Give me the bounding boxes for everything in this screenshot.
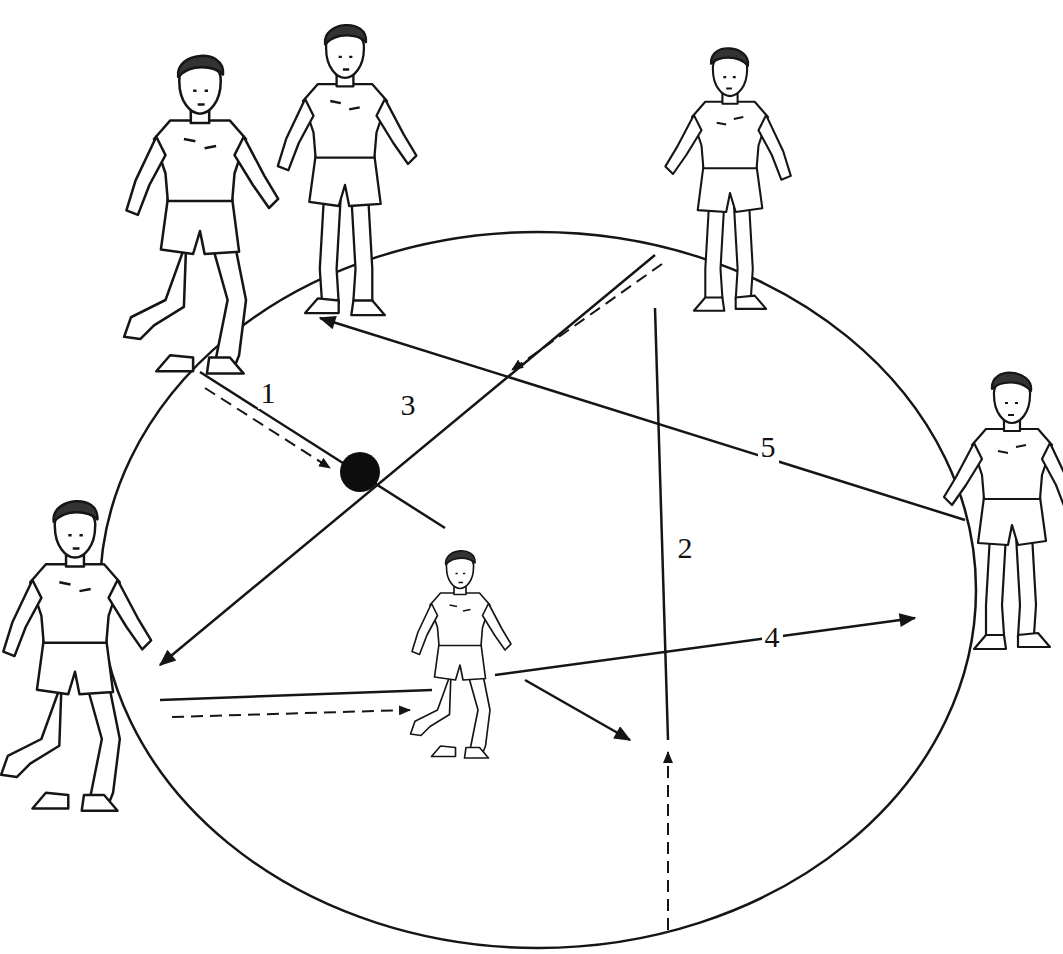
run-path [512, 264, 662, 370]
player-figure [1, 501, 151, 810]
callout-number: 3 [398, 389, 419, 421]
run-line [655, 308, 668, 740]
field-circle [100, 232, 976, 948]
player-figure [124, 56, 278, 374]
pass-line [160, 690, 432, 700]
player-figure [665, 48, 790, 311]
pass-arrow [320, 318, 965, 520]
player-figure [944, 373, 1063, 649]
pass-line [200, 372, 445, 528]
callout-number: 4 [762, 621, 783, 653]
callout-number: 5 [758, 431, 779, 463]
player-figure [411, 551, 512, 758]
callout-number: 2 [675, 532, 696, 564]
callout-number: 1 [258, 377, 279, 409]
pass-arrow [495, 618, 915, 675]
run-path [667, 752, 669, 930]
player-figure [278, 25, 417, 315]
ball [340, 452, 380, 492]
run-path [172, 710, 410, 717]
run-arrow [525, 680, 630, 740]
